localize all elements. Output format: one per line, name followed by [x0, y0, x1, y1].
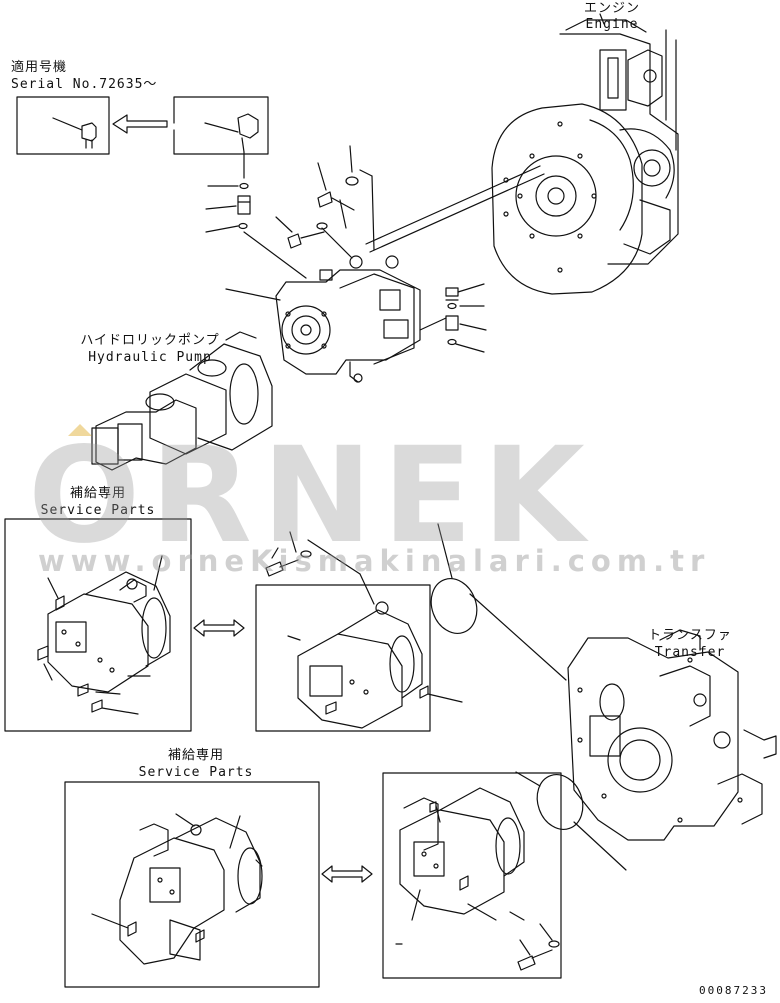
service-parts-2-label-jp: 補給専用	[167, 748, 224, 763]
watermark-logo: ORNEK	[28, 419, 595, 573]
serial-arrow	[112, 114, 168, 134]
transfer-label-jp: トランスファ	[648, 628, 732, 643]
serial-label-en: Serial No.72635～	[11, 77, 158, 92]
small-parts-upper	[205, 145, 375, 279]
exchange-arrow-2	[321, 865, 373, 883]
service-parts-1-label-en: Service Parts	[40, 503, 156, 518]
pump-assembly	[225, 255, 487, 383]
engine-label-en: Engine	[585, 17, 639, 32]
serial-new-part-box	[173, 96, 269, 155]
o-ring-1	[430, 523, 567, 681]
service-parts-1-label-jp: 補給専用	[69, 486, 126, 501]
watermark-accent	[68, 424, 92, 436]
hydraulic-pump-drawing	[91, 331, 273, 471]
engine-label-jp: エンジン	[584, 1, 641, 16]
hydraulic-pump-label-en: Hydraulic Pump	[88, 350, 212, 365]
serial-label-jp: 適用号機	[11, 60, 68, 75]
service-parts-box-2	[255, 531, 463, 732]
shaft	[365, 165, 545, 253]
serial-old-part-box	[16, 96, 110, 155]
exchange-arrow-1	[193, 619, 245, 637]
page-number: 00087233	[699, 984, 768, 997]
transfer-label-en: Transfer	[654, 645, 726, 660]
engine-drawing	[491, 13, 679, 295]
o-ring-2	[515, 771, 627, 871]
service-parts-box-1	[4, 518, 192, 732]
hydraulic-pump-label-jp: ハイドロリックポンプ	[80, 333, 220, 348]
watermark-url: www.orneKismakinalari.com.tr	[38, 544, 711, 578]
transfer-drawing	[567, 629, 777, 841]
service-parts-box-3	[64, 781, 320, 988]
service-parts-box-4	[382, 772, 562, 979]
service-parts-2-label-en: Service Parts	[138, 765, 254, 780]
